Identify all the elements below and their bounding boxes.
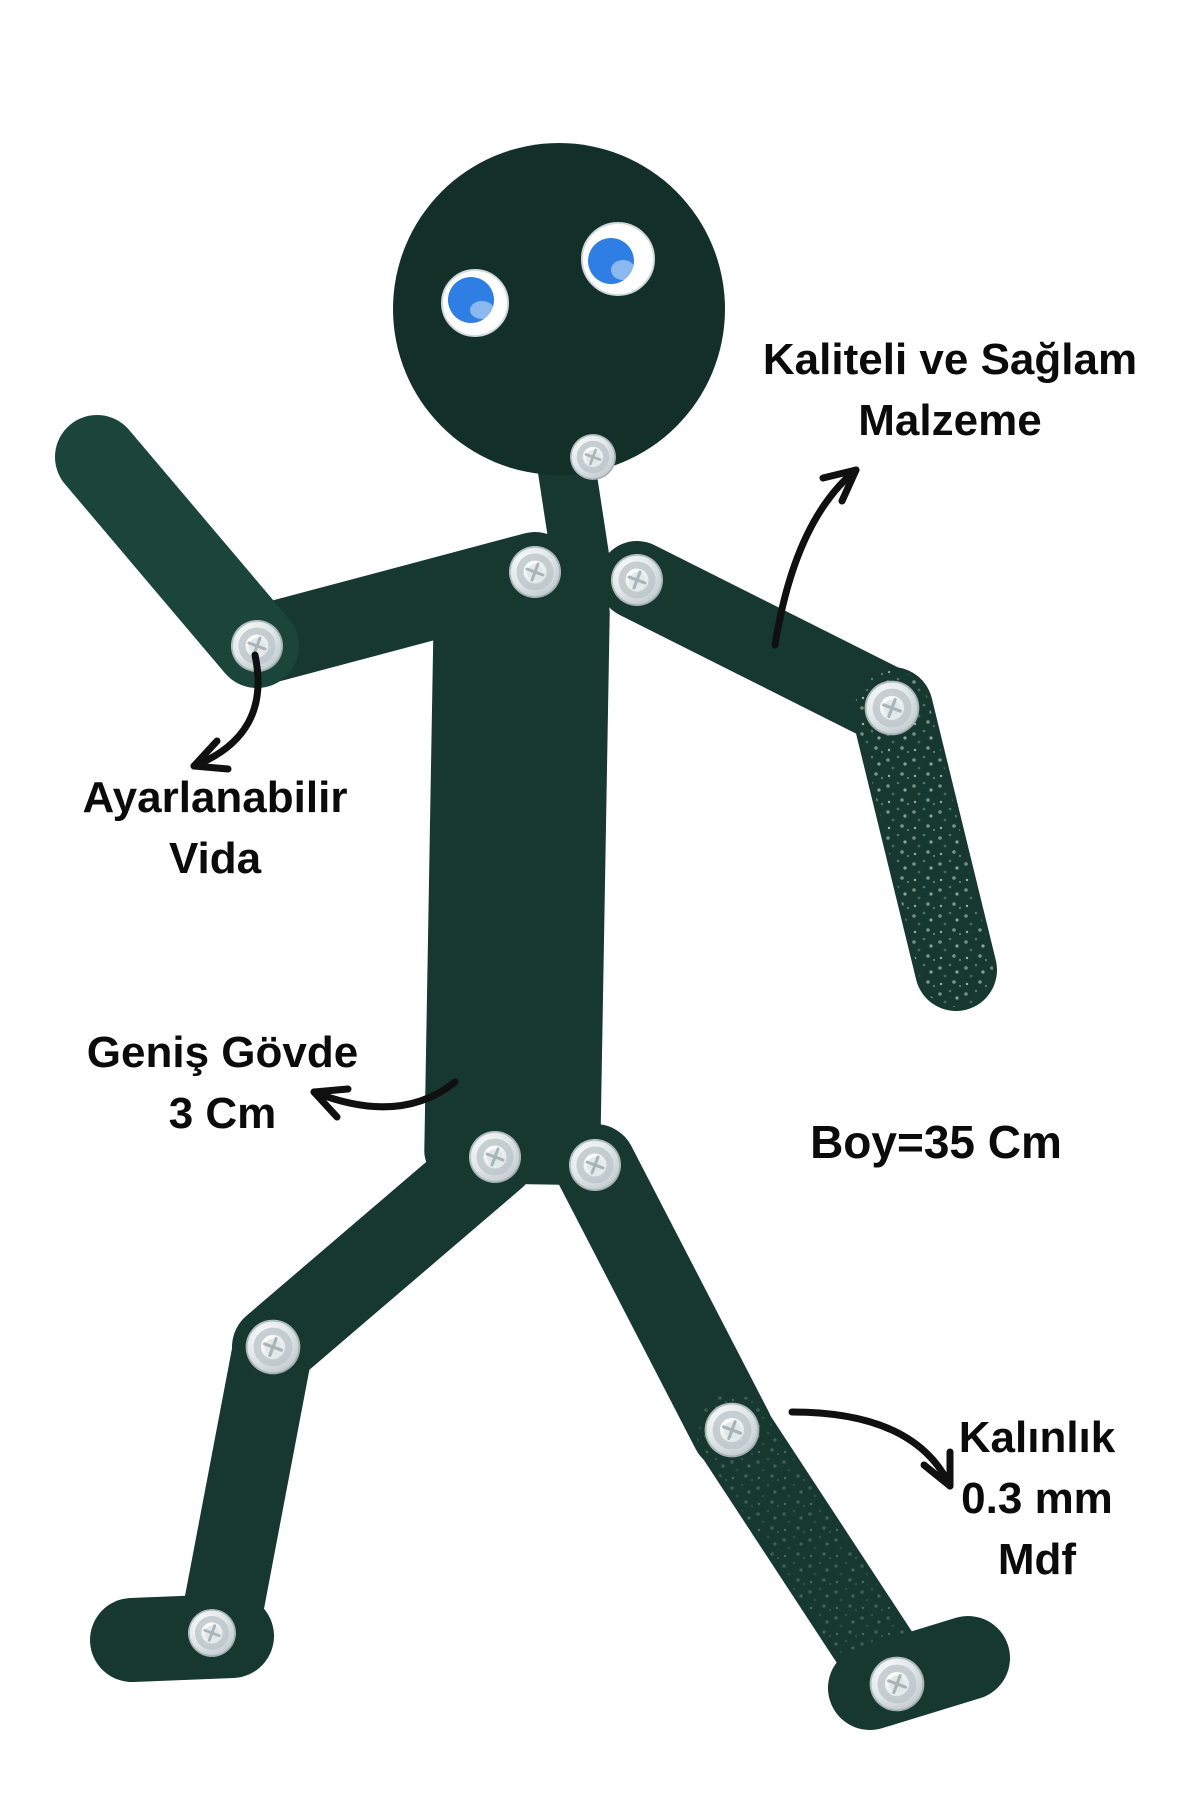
arrow-adjustable-screw	[190, 651, 262, 773]
screw-left-ankle	[188, 1609, 236, 1657]
screw-left-hip	[469, 1131, 521, 1183]
label-line: Kaliteli ve Sağlam	[762, 335, 1138, 384]
figure-right-upper-arm	[598, 541, 931, 747]
figure-head	[393, 143, 725, 475]
screw-left-shoulder	[509, 546, 561, 598]
figure-left-thigh	[232, 1116, 536, 1388]
arrow-thickness	[788, 1408, 954, 1490]
screw-right-ankle	[870, 1657, 925, 1712]
screw-left-knee	[246, 1320, 301, 1375]
screw-right-shoulder	[611, 554, 663, 606]
label-line: Kalınlık	[958, 1413, 1116, 1462]
label-line: 0.3 mm	[961, 1474, 1113, 1523]
label-line: Boy=35 Cm	[810, 1116, 1062, 1168]
figure-left-shin	[180, 1307, 313, 1666]
eye-highlight	[611, 260, 635, 280]
right-shin-texture	[696, 1394, 924, 1704]
label-adjustable-screw: Ayarlanabilir Vida	[40, 767, 390, 889]
arrow-material	[771, 466, 860, 649]
screw-neck	[570, 434, 616, 480]
label-thickness: Kalınlık 0.3 mm Mdf	[887, 1407, 1187, 1590]
arrow-wide-body	[310, 1078, 459, 1121]
screw-right-hip	[569, 1139, 621, 1191]
label-line: Vida	[168, 834, 262, 883]
figure-right-thigh	[554, 1124, 773, 1471]
label-line: Ayarlanabilir	[82, 773, 348, 822]
label-line: Geniş Gövde	[86, 1028, 359, 1077]
figure-torso	[424, 579, 610, 1185]
right-forearm-texture	[855, 671, 993, 1007]
label-line: Malzeme	[858, 396, 1042, 445]
figure-left-forearm	[55, 415, 299, 688]
label-wide-body: Geniş Gövde 3 Cm	[40, 1022, 405, 1144]
label-height: Boy=35 Cm	[736, 1112, 1136, 1173]
screw-right-knee	[705, 1403, 760, 1458]
googly-eye-left	[441, 269, 509, 337]
eye-highlight	[470, 301, 494, 319]
label-line: 3 Cm	[168, 1089, 277, 1138]
eye-pupil	[448, 277, 494, 323]
figure-left-upper-arm	[217, 532, 575, 686]
screw-right-elbow	[865, 681, 920, 736]
googly-eye-right	[581, 222, 655, 296]
label-line: Mdf	[997, 1535, 1077, 1584]
eye-pupil	[588, 238, 634, 284]
label-material-quality: Kaliteli ve Sağlam Malzeme	[690, 329, 1200, 451]
